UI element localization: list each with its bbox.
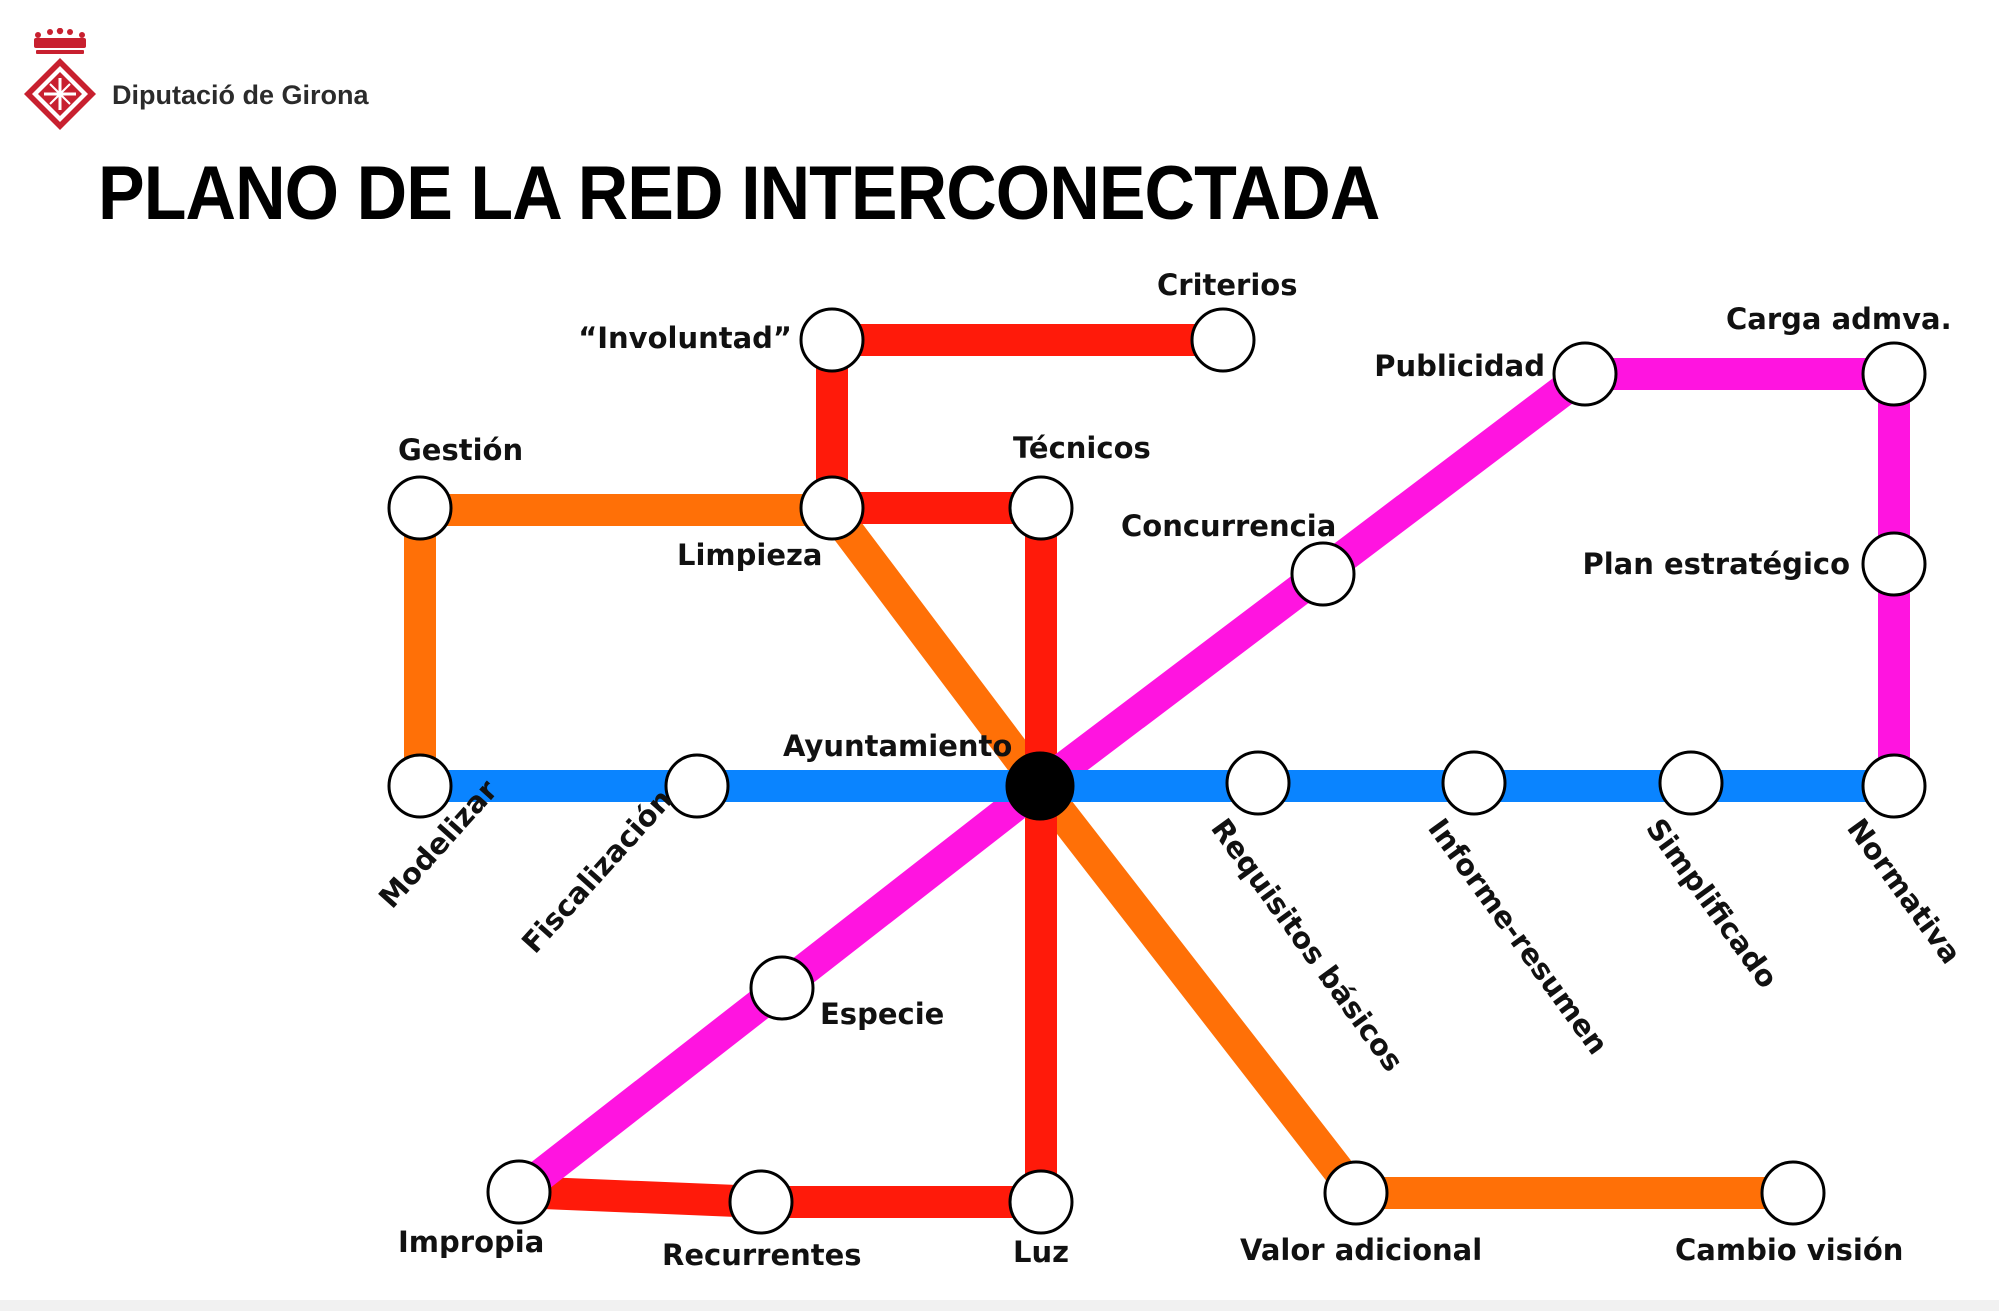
label-recurrentes: Recurrentes [662, 1238, 862, 1272]
station-carga[interactable] [1861, 341, 1927, 407]
station-fiscalizacion[interactable] [664, 753, 730, 819]
station-gestion[interactable] [387, 475, 453, 541]
station-ayuntamiento-hub[interactable] [1005, 751, 1075, 821]
diamond-emblem-icon [24, 58, 96, 130]
page-title: PLANO DE LA RED INTERCONECTADA [98, 151, 1380, 236]
label-impropia: Impropia [398, 1225, 544, 1259]
station-informe[interactable] [1441, 750, 1507, 816]
label-limpieza: Limpieza [677, 538, 822, 572]
station-concurrencia[interactable] [1290, 541, 1356, 607]
label-involuntad: “Involuntad” [578, 321, 792, 355]
label-criterios: Criterios [1157, 268, 1297, 302]
label-informe: Informe-resumen [1421, 812, 1615, 1061]
station-requisitos[interactable] [1225, 750, 1291, 816]
station-limpieza[interactable] [799, 475, 865, 541]
station-impropia[interactable] [486, 1159, 552, 1225]
station-valor[interactable] [1323, 1160, 1389, 1226]
label-concurrencia: Concurrencia [1121, 509, 1336, 543]
station-tecnicos[interactable] [1008, 475, 1074, 541]
label-valor: Valor adicional [1240, 1233, 1482, 1267]
label-gestion: Gestión [398, 433, 523, 467]
label-simplificado: Simplificado [1639, 812, 1784, 994]
label-luz: Luz [1013, 1235, 1069, 1269]
diputacio-girona-logo [24, 28, 96, 130]
label-plan: Plan estratégico [1582, 547, 1850, 581]
station-luz[interactable] [1008, 1169, 1074, 1235]
label-carga: Carga admva. [1726, 302, 1952, 336]
line-orange-segment-west [404, 494, 1053, 796]
label-publicidad: Publicidad [1374, 349, 1545, 383]
label-normativa: Normativa [1840, 812, 1968, 970]
station-publicidad[interactable] [1552, 341, 1618, 407]
station-modelizar[interactable] [387, 753, 453, 819]
organization-name: Diputació de Girona [112, 80, 369, 110]
station-criterios[interactable] [1190, 307, 1256, 373]
station-recurrentes[interactable] [728, 1169, 794, 1235]
station-especie[interactable] [749, 955, 815, 1021]
label-tecnicos: Técnicos [1013, 431, 1151, 465]
crown-icon [34, 28, 86, 54]
station-cambio[interactable] [1760, 1160, 1826, 1226]
label-ayuntamiento: Ayuntamiento [783, 729, 1012, 763]
label-fiscalizacion: Fiscalización [515, 782, 679, 959]
stations [387, 307, 1927, 1235]
station-simplificado[interactable] [1658, 750, 1724, 816]
label-especie: Especie [820, 997, 944, 1031]
label-cambio: Cambio visión [1675, 1233, 1903, 1267]
bottom-band [0, 1300, 1999, 1311]
line-red-segment-south [518, 786, 1057, 1218]
station-involuntad[interactable] [799, 307, 865, 373]
station-plan[interactable] [1861, 531, 1927, 597]
station-normativa[interactable] [1861, 753, 1927, 819]
